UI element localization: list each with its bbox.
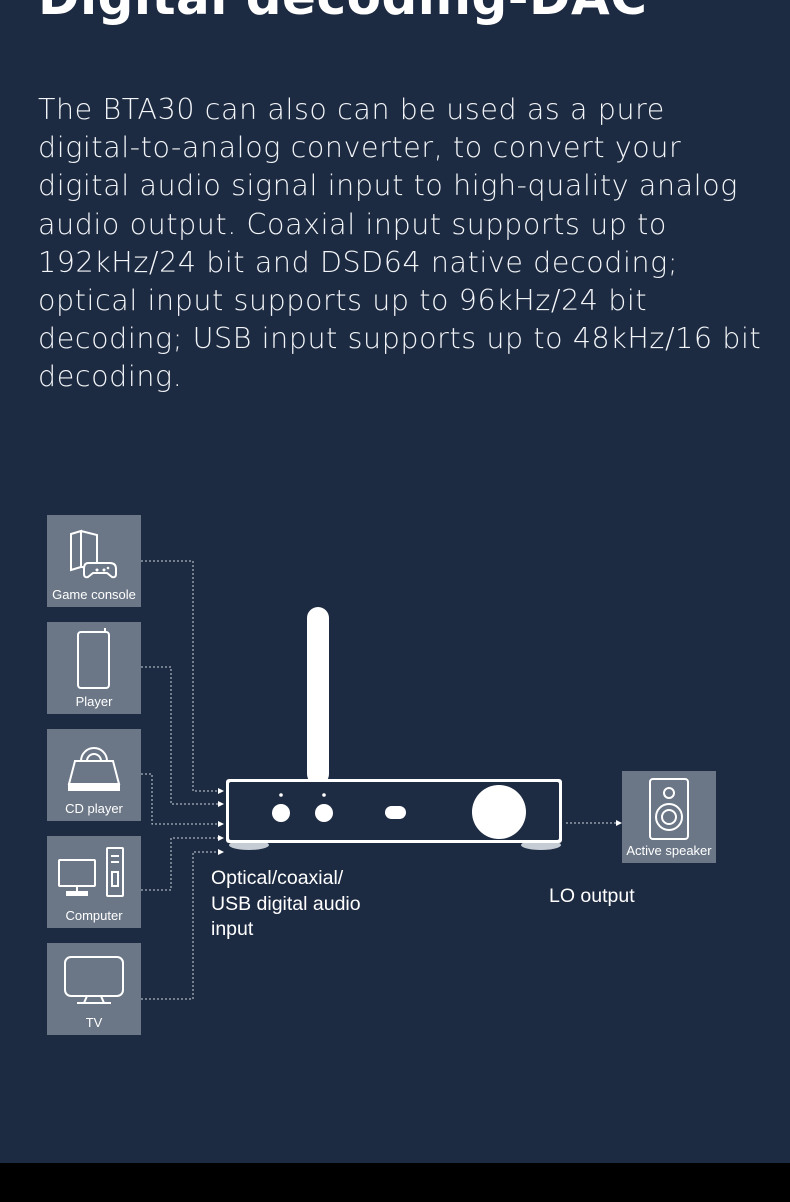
antenna — [307, 607, 329, 785]
source-computer: Computer — [47, 836, 141, 928]
active-speaker-icon — [649, 778, 689, 840]
wire-player — [141, 666, 218, 805]
source-tv: TV — [47, 943, 141, 1035]
description-text: The BTA30 can also can be used as a pure… — [38, 93, 762, 394]
source-label: Computer — [65, 908, 123, 923]
source-player: Player — [47, 622, 141, 714]
input-caption: Optical/coaxial/ USB digital audio input — [211, 867, 361, 940]
bta30-dac-device — [226, 607, 562, 850]
source-cd-player: CD player — [47, 729, 141, 821]
cd-player-icon — [67, 747, 121, 791]
source-label: TV — [85, 1015, 103, 1030]
player-icon — [77, 628, 110, 689]
bottom-bar — [0, 1163, 790, 1202]
game-console-icon — [70, 529, 117, 579]
wire-cd-player — [141, 773, 218, 825]
tv-icon — [64, 956, 124, 1004]
device-button — [315, 804, 333, 822]
source-label: Game console — [52, 587, 136, 602]
indicator-led — [279, 793, 283, 797]
wire-game-console — [141, 560, 218, 792]
source-label: Player — [75, 694, 113, 709]
source-label: CD player — [65, 801, 123, 816]
volume-knob — [472, 785, 526, 839]
computer-icon — [58, 847, 124, 897]
source-game-console: Game console — [47, 515, 141, 607]
output-label: Active speaker — [626, 843, 712, 858]
output-active-speaker: Active speaker — [622, 771, 716, 863]
output-caption: LO output — [549, 885, 635, 907]
page-title: Digital decoding-DAC — [38, 0, 647, 26]
device-button — [272, 804, 290, 822]
wire-tv — [141, 851, 218, 1000]
usb-port — [385, 806, 406, 819]
indicator-led — [322, 793, 326, 797]
wire-computer — [141, 837, 218, 891]
